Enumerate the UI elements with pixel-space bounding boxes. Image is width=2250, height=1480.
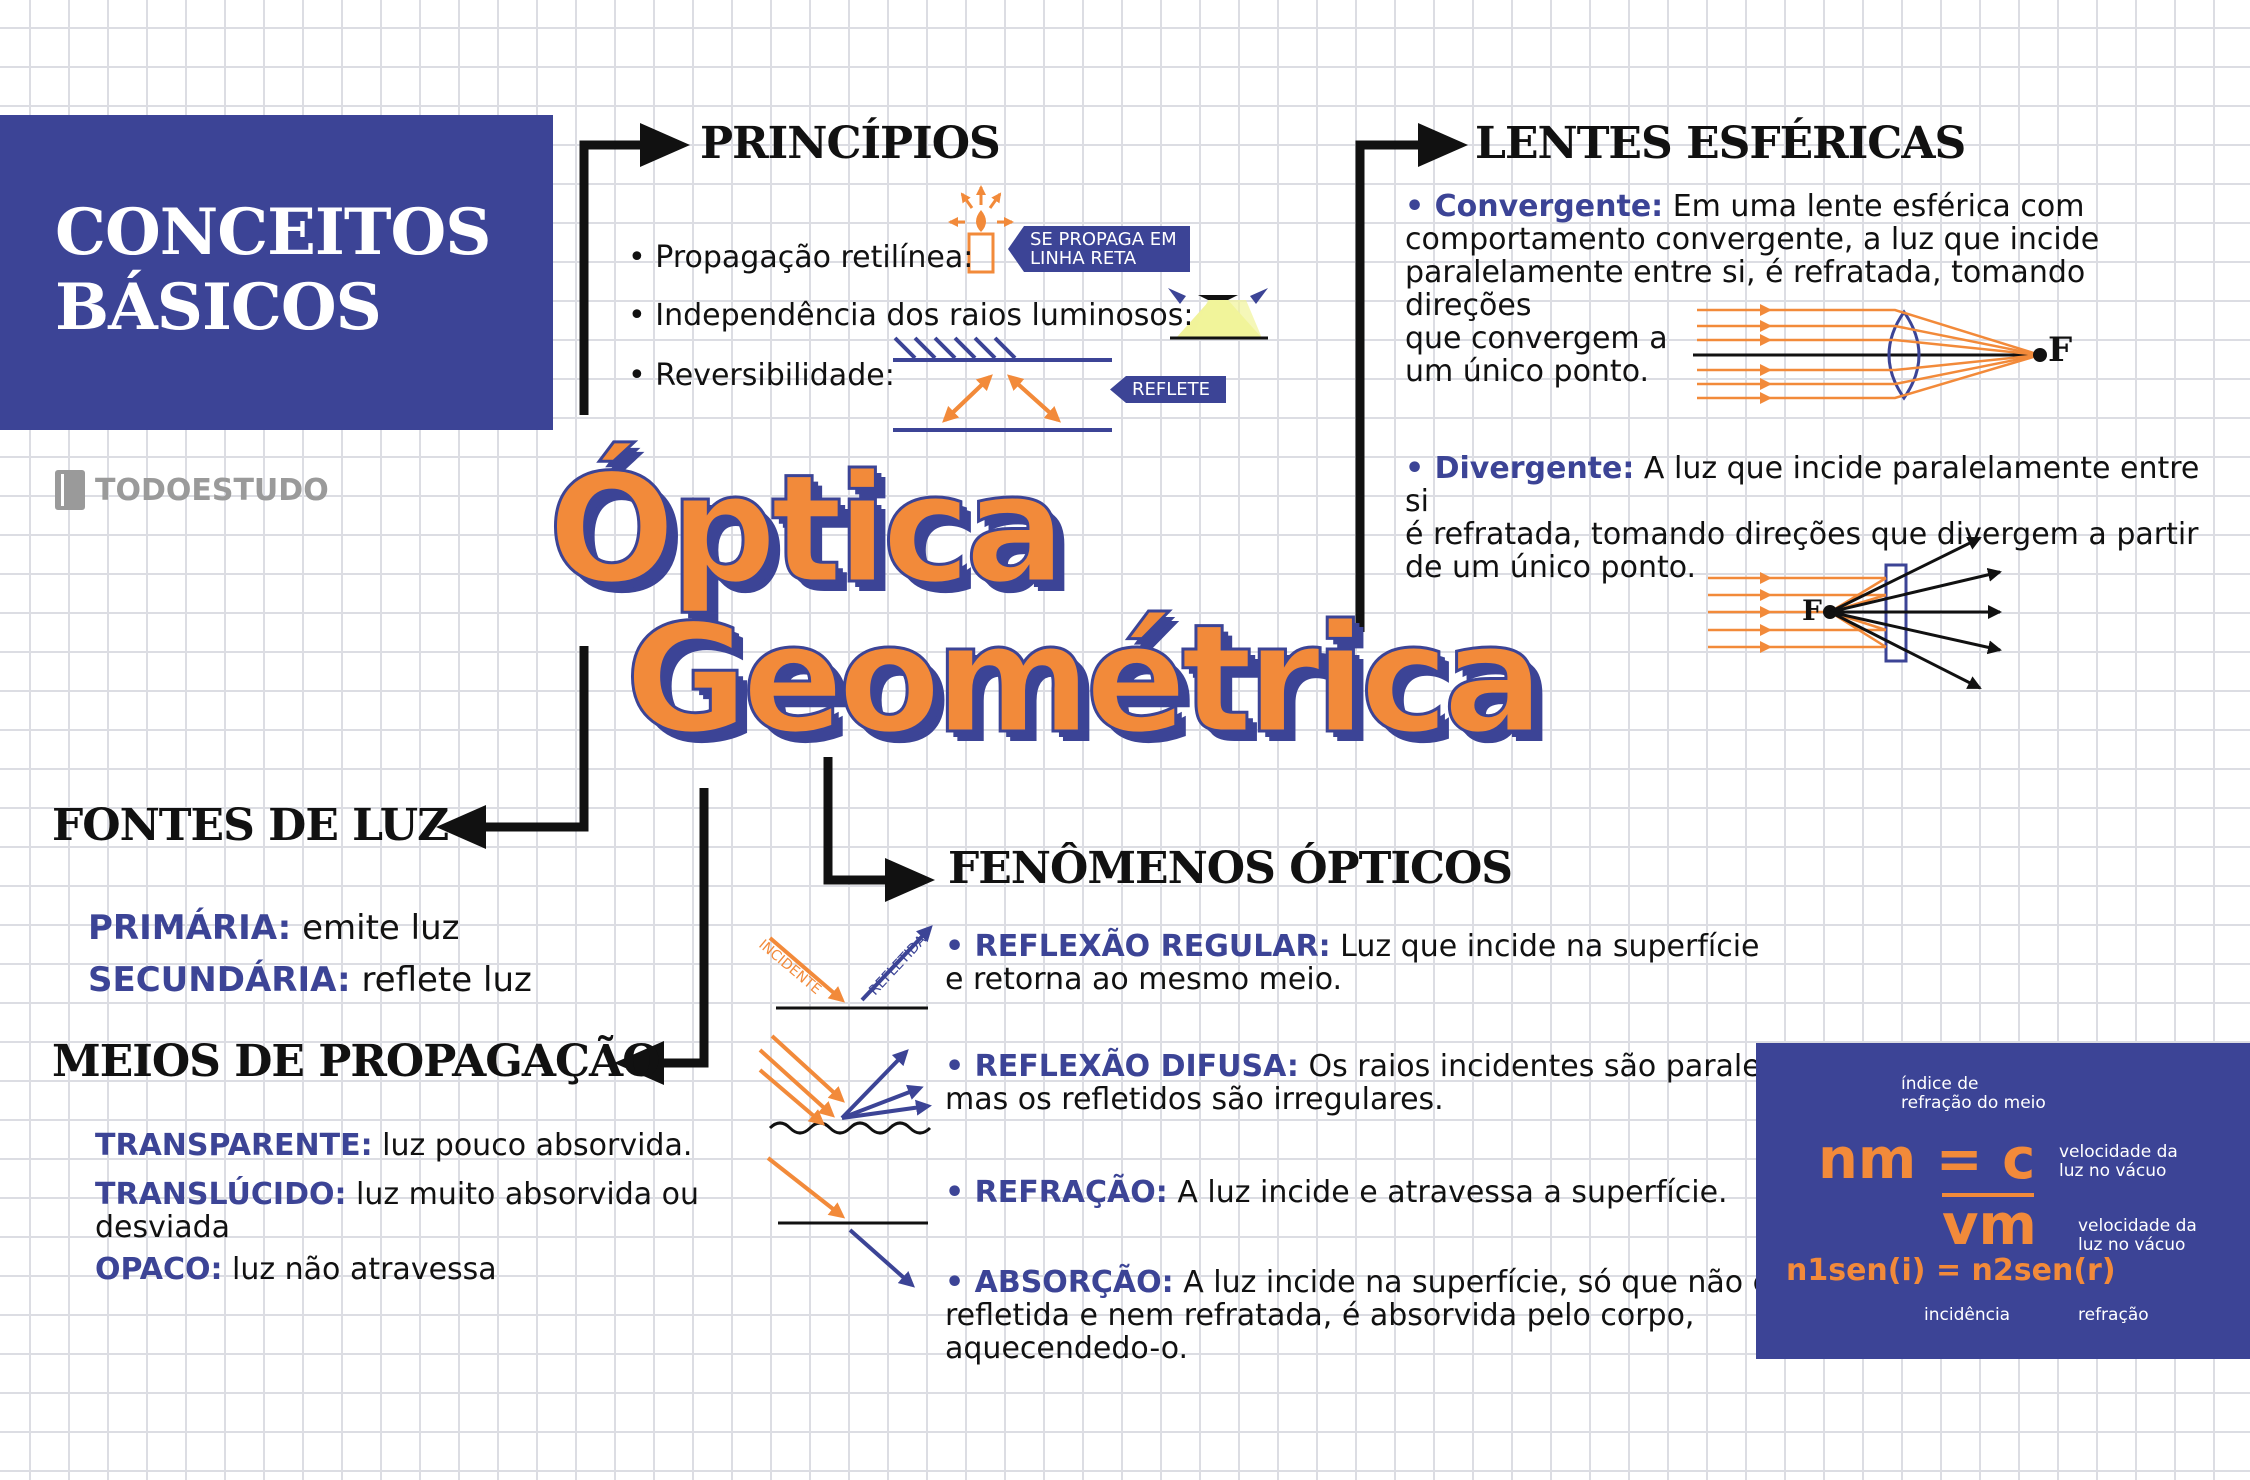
fonte-primaria: PRIMÁRIA: emite luz — [88, 908, 460, 948]
refraction-diagram — [766, 1156, 928, 1288]
divergente-focus-label: F — [1802, 594, 1822, 627]
regular-reflection-diagram: INCIDENTE REFLETIDA — [755, 925, 933, 1010]
meio-translucido: TRANSLÚCIDO: luz muito absorvida ou desv… — [95, 1177, 700, 1245]
velocidade-label-1: velocidade da luz no vácuo — [2059, 1142, 2178, 1181]
book-icon — [55, 470, 85, 510]
fenomeno-reflexao-regular: • REFLEXÃO REGULAR: Luz que incide na su… — [945, 929, 1760, 997]
fenomeno-refracao: • REFRAÇÃO: A luz incide e atravessa a s… — [945, 1175, 1728, 1210]
candle-icon — [948, 185, 1014, 274]
refracao-label: refração — [2078, 1305, 2149, 1325]
incidente-label: INCIDENTE — [755, 937, 824, 998]
convergente-text: • Convergente: Em uma lente esférica com… — [1405, 189, 2100, 389]
connector-principios — [579, 123, 690, 415]
tag-se-propaga: SE PROPAGA EM LINHA RETA — [1008, 226, 1190, 272]
connector-meios — [614, 788, 709, 1085]
brand-name: TODOESTUDO — [95, 472, 329, 508]
divergent-lens-diagram — [1708, 536, 2002, 690]
principio-independencia: • Independência dos raios luminosos: — [628, 298, 1194, 333]
connector-fontes — [436, 646, 589, 849]
fenomeno-reflexao-difusa: • REFLEXÃO DIFUSA: Os raios incidentes s… — [945, 1049, 1813, 1117]
formula-denominator: vm — [1942, 1193, 2037, 1258]
fraction-bar — [1942, 1193, 2034, 1197]
fenomeno-absorcao: • ABSORÇÃO: A luz incide na superfície, … — [945, 1265, 1772, 1366]
incidencia-label: incidência — [1924, 1305, 2011, 1325]
formula-numerator: nm = c — [1818, 1127, 2036, 1192]
snell-law: n1sen(i) = n2sen(r) — [1786, 1253, 2116, 1288]
connector-lentes — [1355, 123, 1468, 632]
conceitos-basicos-box: CONCEITOS BÁSICOS — [0, 115, 553, 430]
title-line-1: CONCEITOS — [55, 195, 491, 270]
refletida-label: REFLETIDA — [866, 932, 930, 999]
main-title-line-2: Geométrica — [623, 593, 1545, 767]
lentes-heading: LENTES ESFÉRICAS — [1475, 118, 1966, 169]
velocidade-label-2: velocidade da luz no vácuo — [2078, 1216, 2197, 1255]
crossing-beams-icon — [1168, 288, 1268, 340]
brand-logo: TODOESTUDO — [55, 470, 329, 510]
principios-heading: PRINCÍPIOS — [700, 118, 1001, 169]
fontes-heading: FONTES DE LUZ — [52, 800, 449, 851]
indice-label: índice de refração do meio — [1901, 1074, 2046, 1113]
formula-box: índice de refração do meio nm = c vm vel… — [1756, 1043, 2250, 1359]
diffuse-reflection-diagram — [758, 1034, 932, 1135]
convergent-lens-diagram — [1693, 304, 2047, 404]
tag-reflete: REFLETE — [1110, 376, 1226, 403]
meio-opaco: OPACO: luz não atravessa — [95, 1252, 497, 1287]
fonte-secundaria: SECUNDÁRIA: reflete luz — [88, 960, 532, 1000]
fenomenos-heading: FENÔMENOS ÓPTICOS — [948, 843, 1513, 894]
meio-transparente: TRANSPARENTE: luz pouco absorvida. — [95, 1128, 693, 1163]
meios-heading: MEIOS DE PROPAGAÇÃO — [52, 1036, 660, 1087]
principio-reversibilidade: • Reversibilidade: — [628, 358, 895, 393]
reversibility-diagram — [893, 336, 1112, 432]
connector-fenomenos — [823, 757, 935, 902]
title-line-2: BÁSICOS — [55, 270, 382, 345]
convergente-focus-label: F — [2048, 330, 2072, 370]
divergente-text: • Divergente: A luz que incide paralelam… — [1405, 451, 2200, 585]
main-title-line-1: Óptica — [546, 443, 1067, 617]
principio-propagacao: • Propagação retilínea: — [628, 240, 974, 275]
